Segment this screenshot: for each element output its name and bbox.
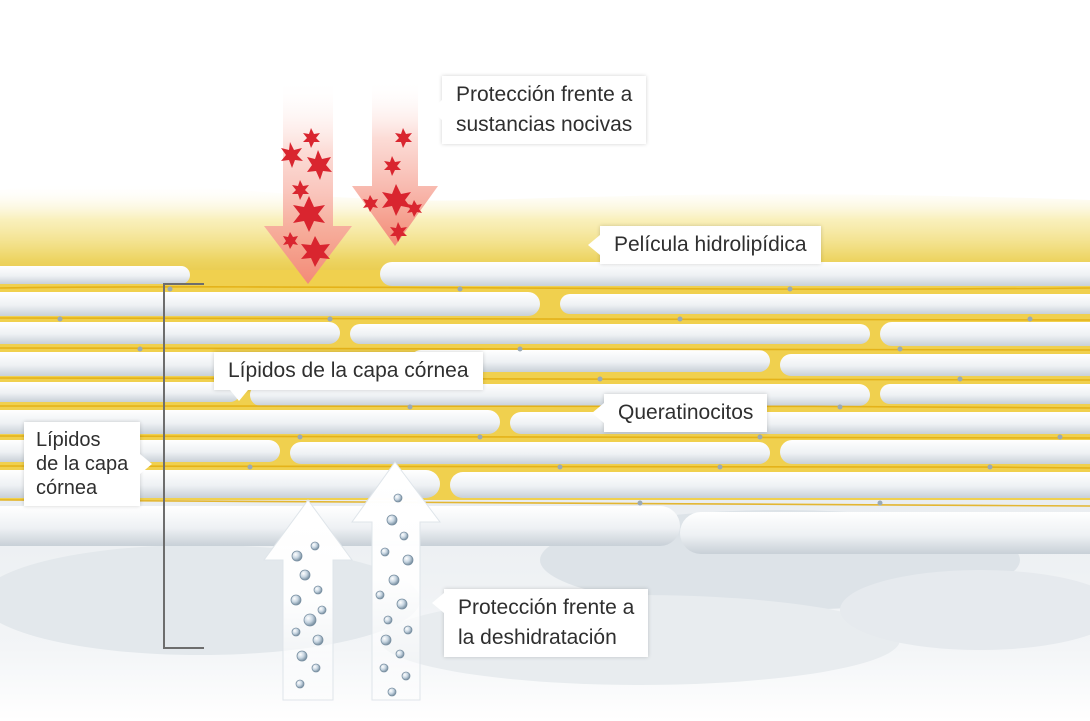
keratinocyte-cell bbox=[290, 442, 770, 464]
stratum-corneum-bracket bbox=[163, 283, 204, 649]
dehydration-protection-callout: Protección frente a la deshidratación bbox=[432, 589, 649, 657]
keratinocyte-cell bbox=[780, 440, 1090, 464]
stratum-lipids-side-line-3: córnea bbox=[36, 477, 98, 499]
stratum-lipids-side-callout: Lípidos de la capa córnea bbox=[24, 422, 153, 506]
up-arrow-icon bbox=[263, 499, 353, 701]
hydrolipidic-film-callout: Película hidrolipídica bbox=[588, 226, 821, 264]
stratum-lipids-inner-callout: Lípidos de la capa córnea bbox=[214, 352, 483, 401]
keratinocyte-cell bbox=[380, 262, 1090, 286]
keratinocytes-callout: Queratinocitos bbox=[592, 394, 768, 432]
keratinocyte-cell bbox=[450, 472, 1090, 498]
water-bubble-icon bbox=[290, 493, 414, 697]
callout-pointer bbox=[588, 235, 600, 255]
callout-pointer bbox=[592, 403, 604, 423]
callout-pointer bbox=[140, 454, 153, 474]
red-star-particle-icon bbox=[281, 128, 422, 267]
harmful-protection-line-1: Protección frente a bbox=[456, 83, 633, 106]
keratinocytes-label: Queratinocitos bbox=[618, 401, 754, 424]
callout-pointer bbox=[432, 593, 444, 613]
keratinocyte-cell bbox=[350, 324, 870, 344]
keratinocyte-cell bbox=[0, 506, 680, 546]
keratinocyte-cell bbox=[880, 322, 1090, 346]
dehydration-protection-line-2: la deshidratación bbox=[458, 626, 617, 649]
down-arrow-icon bbox=[264, 80, 352, 284]
keratinocyte-cell bbox=[0, 322, 340, 344]
callout-pointer bbox=[430, 100, 442, 120]
harmful-protection-line-2: sustancias nocivas bbox=[456, 113, 633, 136]
harmful-protection-callout: Protección frente a sustancias nocivas bbox=[430, 76, 647, 144]
keratinocyte-cell bbox=[0, 382, 240, 402]
keratinocyte-cell bbox=[0, 292, 540, 316]
stratum-lipids-inner-label: Lípidos de la capa córnea bbox=[228, 359, 469, 382]
keratinocyte-cell bbox=[560, 294, 1090, 314]
dehydration-protection-line-1: Protección frente a bbox=[458, 596, 635, 619]
keratinocyte-cell bbox=[410, 350, 770, 372]
stratum-lipids-side-line-2: de la capa bbox=[36, 453, 129, 475]
keratinocyte-cell bbox=[780, 354, 1090, 376]
deep-cell bbox=[840, 570, 1090, 650]
keratinocyte-cell bbox=[0, 266, 190, 284]
hydrolipidic-film-label: Película hidrolipídica bbox=[614, 233, 807, 256]
keratinocyte-cell bbox=[680, 512, 1090, 554]
stratum-lipids-side-line-1: Lípidos bbox=[36, 429, 101, 451]
deep-cell bbox=[0, 545, 420, 655]
keratinocyte-cell bbox=[880, 384, 1090, 404]
callout-pointer bbox=[230, 390, 248, 401]
